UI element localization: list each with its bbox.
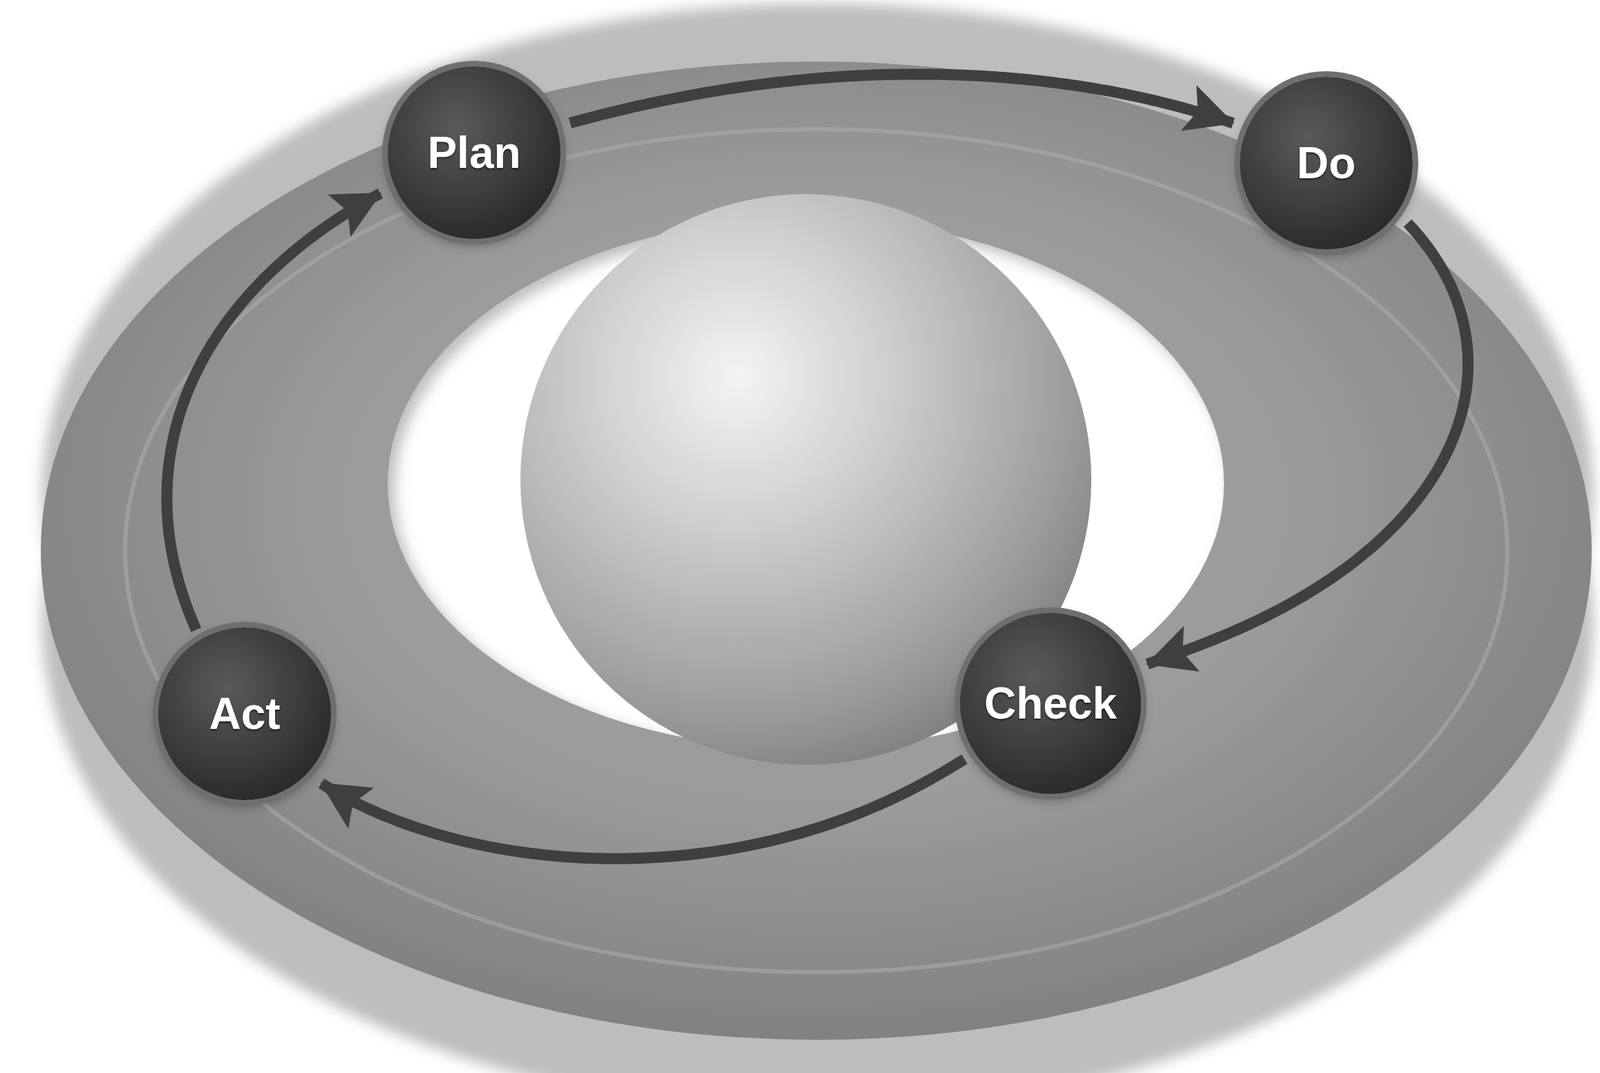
cycle-arrow — [570, 73, 1234, 124]
step-label: Do — [1296, 138, 1356, 188]
ring-sheen — [125, 129, 1508, 973]
cycle-step-circle: Act — [158, 627, 332, 801]
cycle-arrow — [166, 193, 381, 631]
cycle-step-circle: Check — [960, 613, 1142, 795]
cycle-arrow — [1147, 223, 1468, 665]
cycle-step-circle: Do — [1239, 76, 1413, 250]
cycle-step-circle: Plan — [387, 66, 561, 240]
step-label: Check — [984, 679, 1117, 728]
step-label: Act — [208, 689, 280, 739]
cycle-arrow — [321, 759, 965, 860]
cycle-ring — [40, 61, 1592, 1041]
step-label: Plan — [427, 128, 521, 177]
